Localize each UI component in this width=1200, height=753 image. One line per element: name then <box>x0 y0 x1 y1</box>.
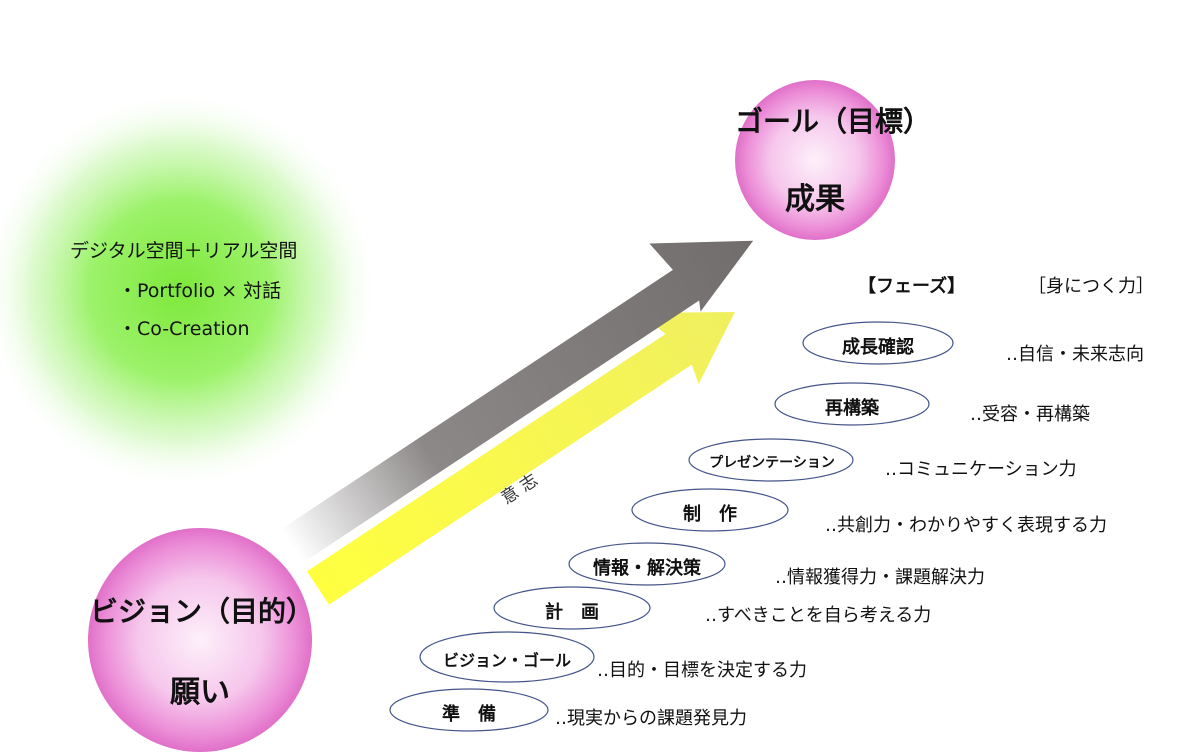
phase-name: 成長確認 <box>842 337 914 358</box>
green-circle <box>0 90 380 490</box>
phase-ellipse <box>419 631 595 683</box>
vision-circle <box>88 528 312 752</box>
phase-skill: ‥目的・目標を決定する力 <box>597 660 808 681</box>
goal-circle <box>735 80 895 240</box>
phase-ellipse <box>688 438 854 482</box>
gray-arrow <box>280 240 754 563</box>
phase-ellipse <box>774 382 930 426</box>
green-line-3: ・Co-Creation <box>118 318 250 340</box>
vision-title: ビジョン（目的） <box>90 595 315 628</box>
phase-name: 制 作 <box>683 504 737 525</box>
phase-name: ビジョン・ゴール <box>442 651 571 670</box>
goal-subtitle: 成果 <box>785 182 845 217</box>
phase-ellipse <box>493 586 651 630</box>
skill-header: ［身につく力］ <box>1028 276 1154 297</box>
phase-name: プレゼンテーション <box>709 455 835 471</box>
phase-header: 【フェーズ】 <box>858 276 966 297</box>
phase-name: 再構築 <box>825 398 879 419</box>
phase-skill: ‥すべきことを自ら考える力 <box>705 605 932 626</box>
phase-name: 情報・解決策 <box>593 558 701 579</box>
phase-skill: ‥自信・未来志向 <box>1006 344 1145 365</box>
phase-ellipse <box>389 688 549 732</box>
green-line-2: ・Portfolio × 対話 <box>118 280 282 302</box>
phase-name: 計 画 <box>545 602 599 623</box>
phase-ellipse <box>802 321 954 365</box>
vision-subtitle: 願い <box>170 675 230 710</box>
phase-ellipse <box>568 542 726 586</box>
yellow-arrow <box>306 312 735 605</box>
phase-skill: ‥受容・再構築 <box>970 404 1091 425</box>
phase-skill: ‥現実からの課題発見力 <box>555 708 748 729</box>
phase-name: 準 備 <box>442 704 496 725</box>
phase-ellipse <box>631 488 789 532</box>
phase-skill: ‥共創力・わかりやすく表現する力 <box>825 515 1108 536</box>
phase-skill: ‥情報獲得力・課題解決力 <box>775 567 986 588</box>
green-line-1: デジタル空間＋リアル空間 <box>70 240 298 262</box>
goal-title: ゴール（目標） <box>735 105 932 138</box>
phase-skill: ‥コミュニケーション力 <box>885 459 1077 480</box>
